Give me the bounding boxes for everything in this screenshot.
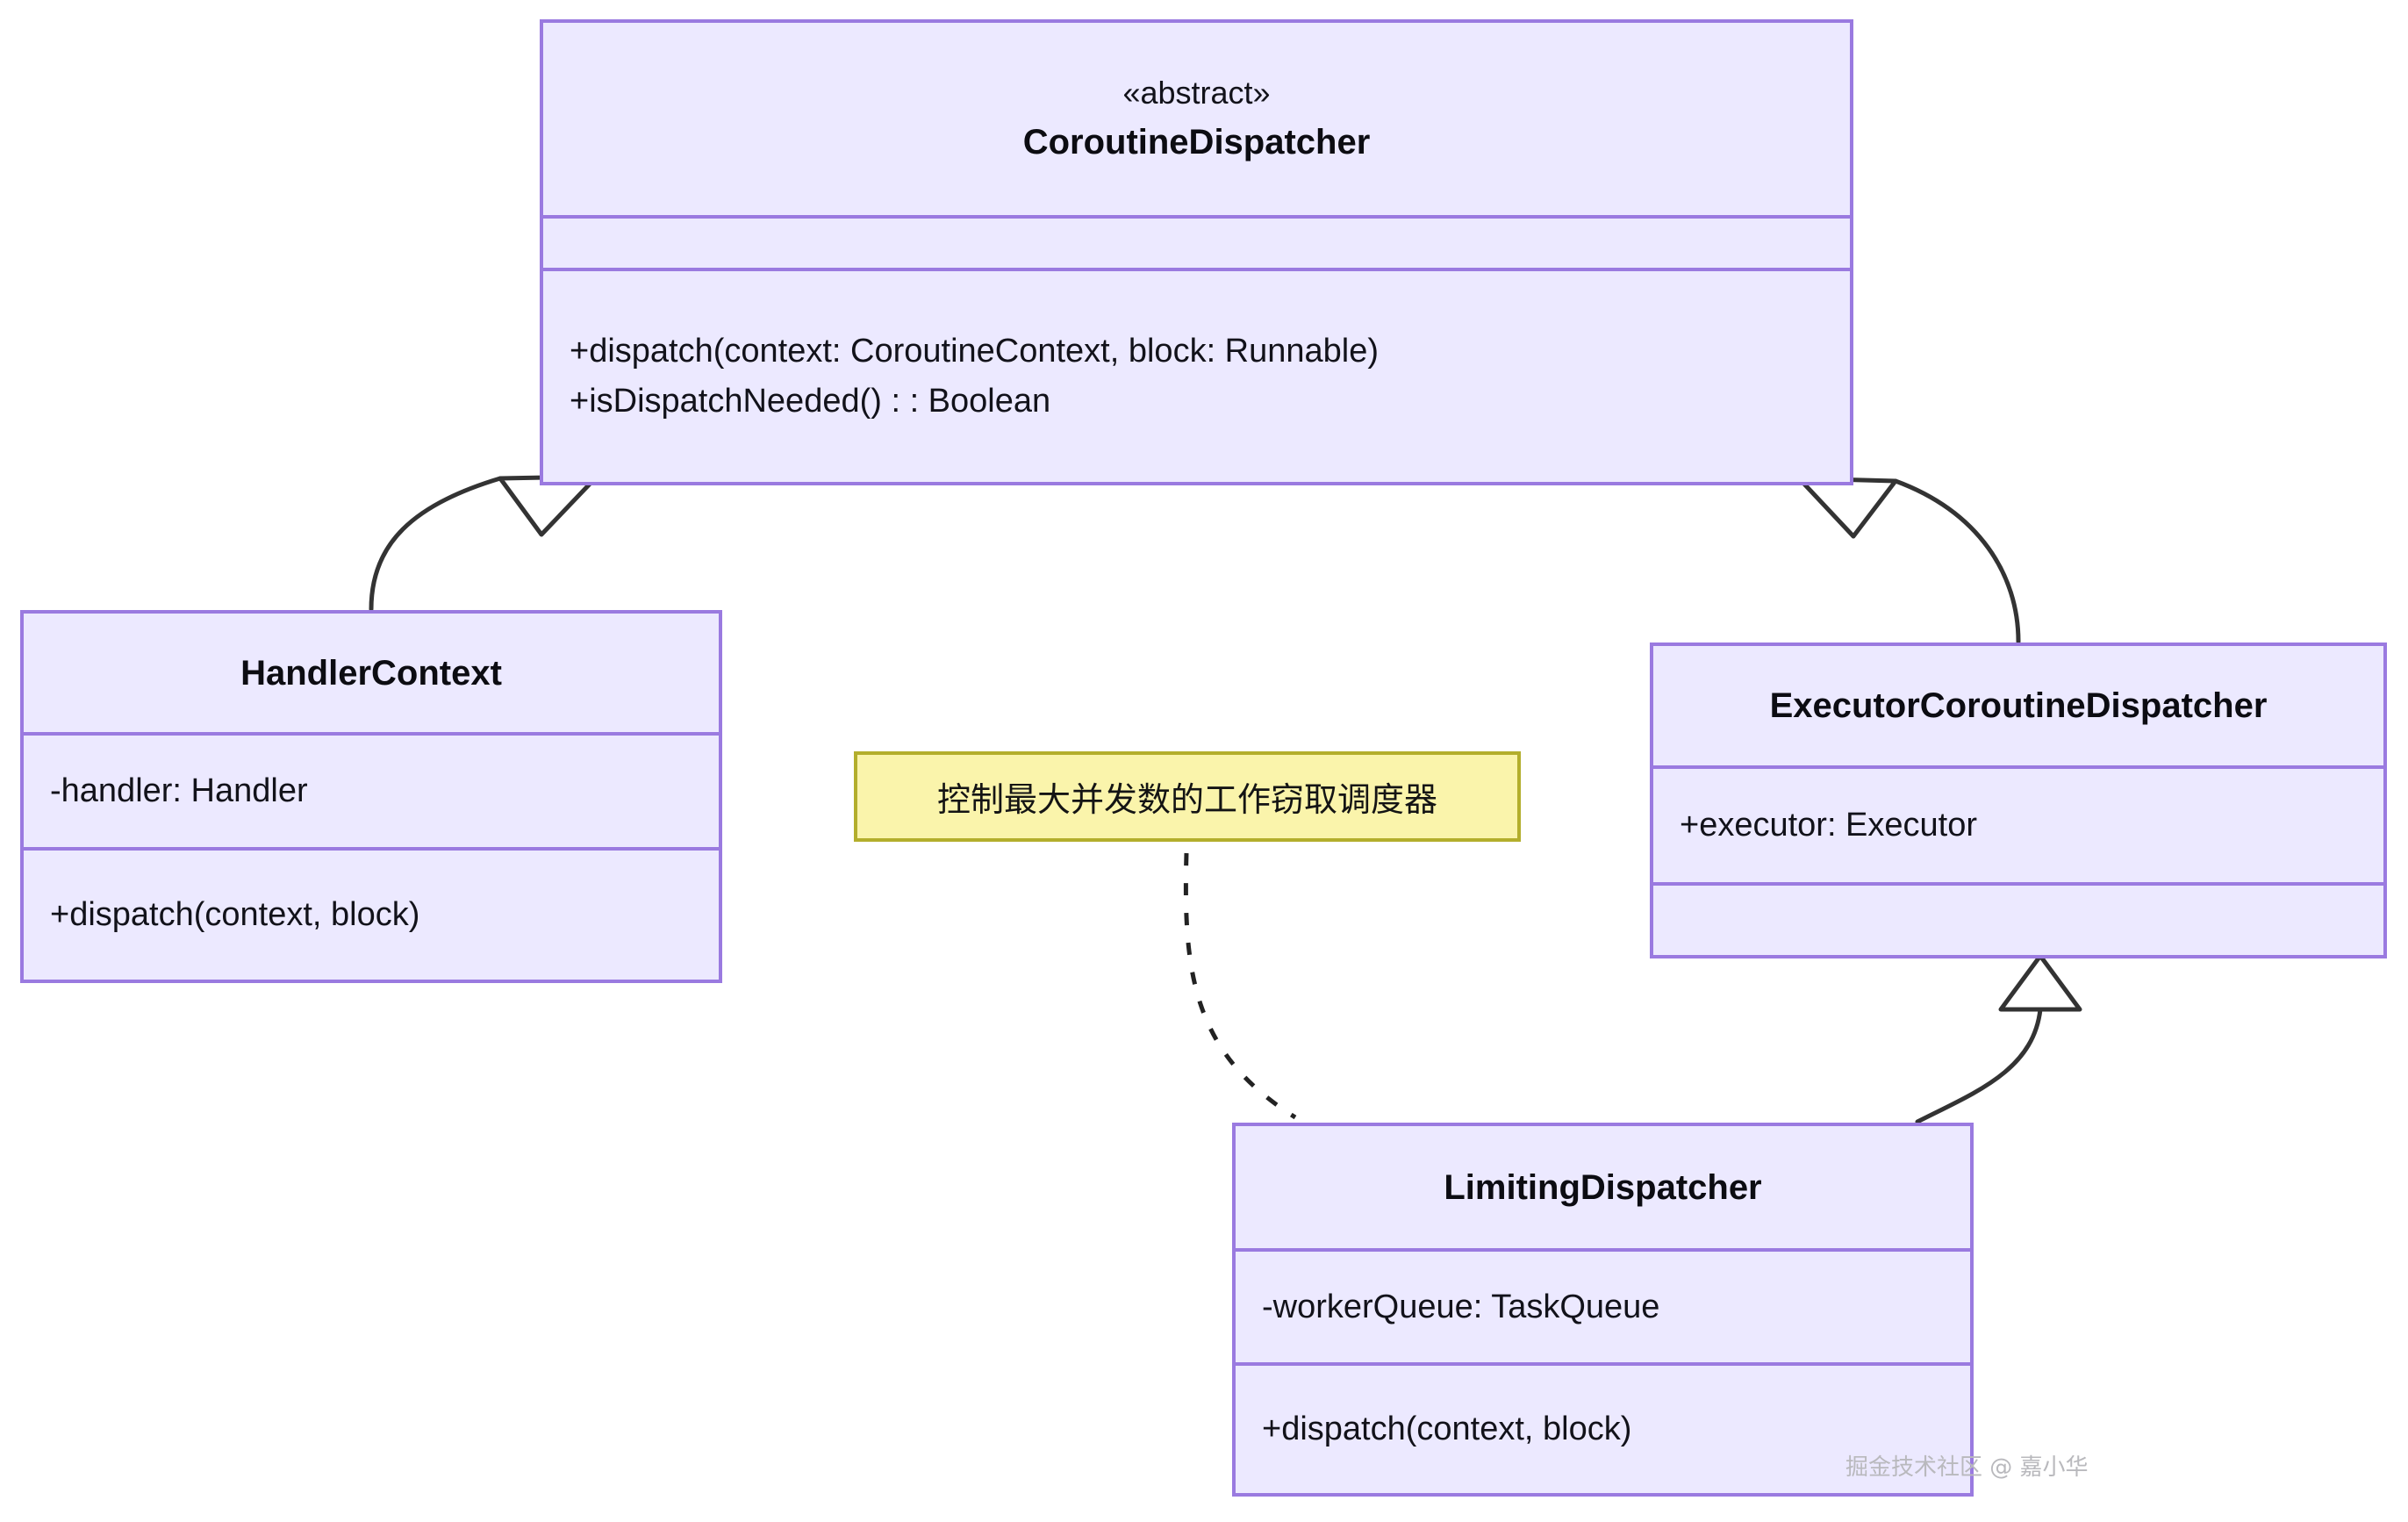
class-method: +isDispatchNeeded() : : Boolean bbox=[570, 383, 1051, 420]
note-box[interactable]: 控制最大并发数的工作窃取调度器 bbox=[854, 751, 1521, 842]
class-attribute: +executor: Executor bbox=[1680, 807, 1978, 844]
edge-note-to-limiting-dispatcher bbox=[1183, 852, 1297, 1120]
class-attributes-section: +executor: Executor bbox=[1653, 765, 2383, 882]
class-title-section: HandlerContext bbox=[24, 614, 719, 732]
class-box-executor-coroutine-dispatcher[interactable]: ExecutorCoroutineDispatcher +executor: E… bbox=[1650, 643, 2387, 958]
class-methods-section: +dispatch(context, block) bbox=[24, 847, 719, 980]
watermark-label: 掘金技术社区 @ 嘉小华 bbox=[1845, 1454, 2089, 1481]
class-name: LimitingDispatcher bbox=[1444, 1167, 1762, 1207]
class-box-limiting-dispatcher[interactable]: LimitingDispatcher -workerQueue: TaskQue… bbox=[1232, 1123, 1974, 1497]
edge-executor-dispatcher-to-coroutine-dispatcher bbox=[1796, 476, 2021, 644]
class-methods-section bbox=[1653, 882, 2383, 955]
class-title-section: LimitingDispatcher bbox=[1236, 1126, 1970, 1248]
class-method: +dispatch(context: CoroutineContext, blo… bbox=[570, 333, 1380, 370]
class-name: ExecutorCoroutineDispatcher bbox=[1769, 686, 2268, 725]
class-attribute: -workerQueue: TaskQueue bbox=[1262, 1288, 1660, 1325]
class-name: CoroutineDispatcher bbox=[1022, 122, 1371, 162]
class-title-section: ExecutorCoroutineDispatcher bbox=[1653, 646, 2383, 765]
class-methods-section: +dispatch(context: CoroutineContext, blo… bbox=[543, 268, 1850, 482]
class-attributes-section bbox=[543, 215, 1850, 268]
class-attributes-section: -workerQueue: TaskQueue bbox=[1236, 1248, 1970, 1362]
class-attributes-section: -handler: Handler bbox=[24, 732, 719, 847]
note-text: 控制最大并发数的工作窃取调度器 bbox=[936, 780, 1437, 819]
class-attribute: -handler: Handler bbox=[50, 772, 308, 809]
class-method: +dispatch(context, block) bbox=[50, 896, 420, 933]
class-box-coroutine-dispatcher[interactable]: «abstract» CoroutineDispatcher +dispatch… bbox=[540, 19, 1853, 485]
class-title-section: «abstract» CoroutineDispatcher bbox=[543, 23, 1850, 215]
class-box-handler-context[interactable]: HandlerContext -handler: Handler +dispat… bbox=[20, 610, 722, 983]
class-name: HandlerContext bbox=[240, 653, 502, 693]
class-methods-section: +dispatch(context, block) bbox=[1236, 1362, 1970, 1493]
edge-handler-context-to-coroutine-dispatcher bbox=[369, 474, 599, 612]
class-stereotype: «abstract» bbox=[1122, 75, 1271, 111]
edge-limiting-dispatcher-to-executor-dispatcher bbox=[1915, 953, 2082, 1124]
class-method: +dispatch(context, block) bbox=[1262, 1411, 1632, 1447]
